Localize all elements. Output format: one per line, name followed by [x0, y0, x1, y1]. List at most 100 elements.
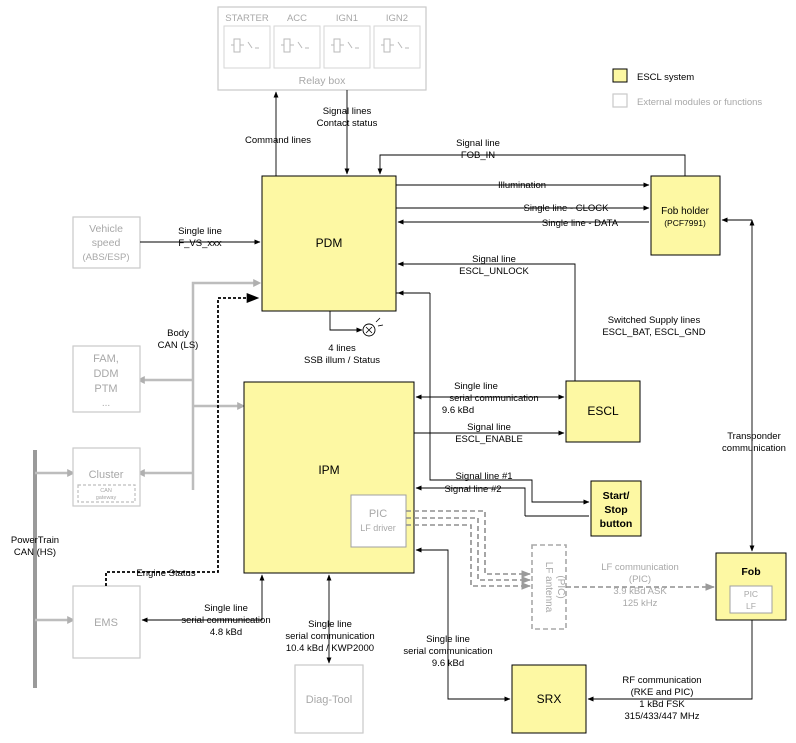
- lf-comm-label-3: 3.9 kBd ASK: [613, 586, 667, 597]
- body-can-label-2: CAN (LS): [158, 340, 199, 351]
- relay-ign1-cell: [323, 25, 371, 69]
- vehicle-speed-line1: Vehicle: [89, 223, 123, 235]
- f-vs-label-2: F_VS_xxx: [178, 238, 222, 249]
- fam-line2: DDM: [93, 368, 118, 380]
- ssb-label-2: SSB illum / Status: [304, 355, 380, 366]
- ems-ipm-serial-label-3: 4.8 kBd: [210, 627, 242, 638]
- powertrain-can-label-2: CAN (HS): [14, 547, 56, 558]
- pic-sub-label: LF driver: [360, 523, 396, 533]
- ipm-srx-serial-label-3: 9.6 kBd: [432, 658, 464, 669]
- powertrain-can-label-1: PowerTrain: [11, 535, 59, 546]
- ipm-escl-serial-label-3: 9.6 kBd: [442, 405, 474, 416]
- escl-unlock-label-2: ESCL_UNLOCK: [459, 266, 529, 277]
- srx-block: SRX: [511, 664, 587, 734]
- connection-labels: Command lines Signal lines Contact statu…: [11, 106, 786, 722]
- fob-in-label-1: Signal line: [456, 138, 500, 149]
- signal-line-2-label: Signal line #2: [444, 484, 501, 495]
- fob-label: Fob: [741, 566, 760, 578]
- relay-box-title: Relay box: [299, 75, 346, 87]
- engine-status-arrow: [105, 292, 260, 586]
- vehicle-speed-line3: (ABS/ESP): [83, 252, 130, 263]
- escl-enable-label-1: Signal line: [467, 422, 511, 433]
- rf-comm-label-4: 315/433/447 MHz: [625, 711, 700, 722]
- ipm-escl-serial-label-1: Single line: [454, 381, 498, 392]
- legend-system-swatch: [612, 68, 628, 83]
- ipm-srx-serial-label-1: Single line: [426, 634, 470, 645]
- fam-line4: ...: [102, 398, 110, 409]
- start-stop-line2: Stop: [604, 504, 627, 516]
- can-gateway-box: [77, 484, 136, 503]
- ipm-srx-serial-label-2: serial communication: [403, 646, 492, 657]
- switched-supply-label-2: ESCL_BAT, ESCL_GND: [602, 327, 705, 338]
- fam-line1: FAM,: [93, 353, 119, 365]
- pic-label: PIC: [369, 508, 387, 520]
- vehicle-speed-line2: speed: [92, 237, 121, 249]
- ems-ipm-serial-label-2: serial communication: [181, 615, 270, 626]
- signal-line-1-label: Signal line #1: [455, 471, 512, 482]
- ipm-srx-serial-arrow: [415, 547, 511, 702]
- rf-comm-arrow: [587, 620, 753, 702]
- connections: [105, 90, 755, 702]
- ems-ipm-serial-arrow: [141, 574, 265, 623]
- fob-pic-line1: PIC: [744, 589, 758, 599]
- rf-comm-label-1: RF communication: [622, 675, 701, 686]
- ssb-lamp-cross: [365, 326, 373, 334]
- diag-tool-block: Diag-Tool: [294, 664, 364, 734]
- fob-in-arrow: [377, 154, 686, 176]
- signal-line-1-arrow: [429, 293, 590, 505]
- lf-antenna-line1: LF antenna: [543, 562, 554, 613]
- can-gateway-line1: CAN: [100, 488, 112, 494]
- body-can-to-pdm: [191, 278, 262, 298]
- ipm-block: IPM PIC LF driver: [243, 381, 415, 574]
- escl-block: ESCL: [565, 380, 641, 443]
- ipm-diag-serial-label-2: serial communication: [285, 631, 374, 642]
- cluster-label: Cluster: [89, 469, 124, 481]
- lf-comm-label-1: LF communication: [601, 562, 679, 573]
- transponder-label-1: Transponder: [727, 431, 781, 442]
- relay-ign2-label: IGN2: [386, 13, 408, 24]
- f-vs-label-1: Single line: [178, 226, 222, 237]
- pic-antenna-line-1: [406, 510, 531, 578]
- start-stop-line1: Start/: [603, 490, 630, 502]
- legend-system-label: ESCL system: [637, 72, 694, 83]
- relay-acc-label: ACC: [287, 13, 307, 24]
- fob-in-label-2: FOB_IN: [461, 150, 495, 161]
- relay-ign2-cell: [373, 25, 421, 69]
- illumination-label: Illumination: [498, 180, 546, 191]
- relay-box: STARTER ACC IGN1 IGN2 Relay box: [217, 6, 427, 91]
- contact-status-label-2: Contact status: [317, 118, 378, 129]
- data-label: Single line - DATA: [542, 218, 619, 229]
- relay-symbol-icons: [231, 38, 409, 53]
- transponder-label-2: communication: [722, 443, 786, 454]
- cluster-block: Cluster CAN gateway: [72, 447, 141, 507]
- switched-supply-label-1: Switched Supply lines: [608, 315, 701, 326]
- legend: ESCL system External modules or function…: [612, 68, 762, 108]
- pic-lf-driver-box: [350, 494, 407, 548]
- rf-comm-label-2: (RKE and PIC): [631, 687, 694, 698]
- relay-ign1-label: IGN1: [336, 13, 358, 24]
- relay-starter-label: STARTER: [225, 13, 269, 24]
- fob-holder-block: Fob holder (PCF7991): [650, 175, 721, 256]
- fob-holder-chip: (PCF7991): [664, 218, 706, 228]
- body-can-label-1: Body: [167, 328, 189, 339]
- diag-tool-label: Diag-Tool: [306, 694, 352, 706]
- lf-antenna-line2: (PIC): [555, 575, 566, 598]
- pdm-block: PDM: [261, 175, 397, 312]
- rf-comm-label-3: 1 kBd FSK: [639, 699, 685, 710]
- relay-acc-cell: [273, 25, 321, 69]
- lf-antenna-block: LF antenna (PIC): [531, 544, 567, 630]
- escl-unlock-arrow: [397, 261, 576, 381]
- fob-pic-box: [729, 585, 773, 614]
- escl-label: ESCL: [587, 404, 619, 418]
- ssb-lamp-rays: [375, 317, 384, 327]
- srx-label: SRX: [537, 692, 562, 706]
- fob-pic-line2: LF: [746, 601, 756, 611]
- ipm-diag-serial-label-1: Single line: [308, 619, 352, 630]
- can-gateway-line2: gateway: [96, 495, 117, 501]
- fob-block: Fob PIC LF: [715, 552, 787, 621]
- legend-external-label: External modules or functions: [637, 97, 762, 108]
- ssb-label-1: 4 lines: [328, 343, 356, 354]
- escl-unlock-label-1: Signal line: [472, 254, 516, 265]
